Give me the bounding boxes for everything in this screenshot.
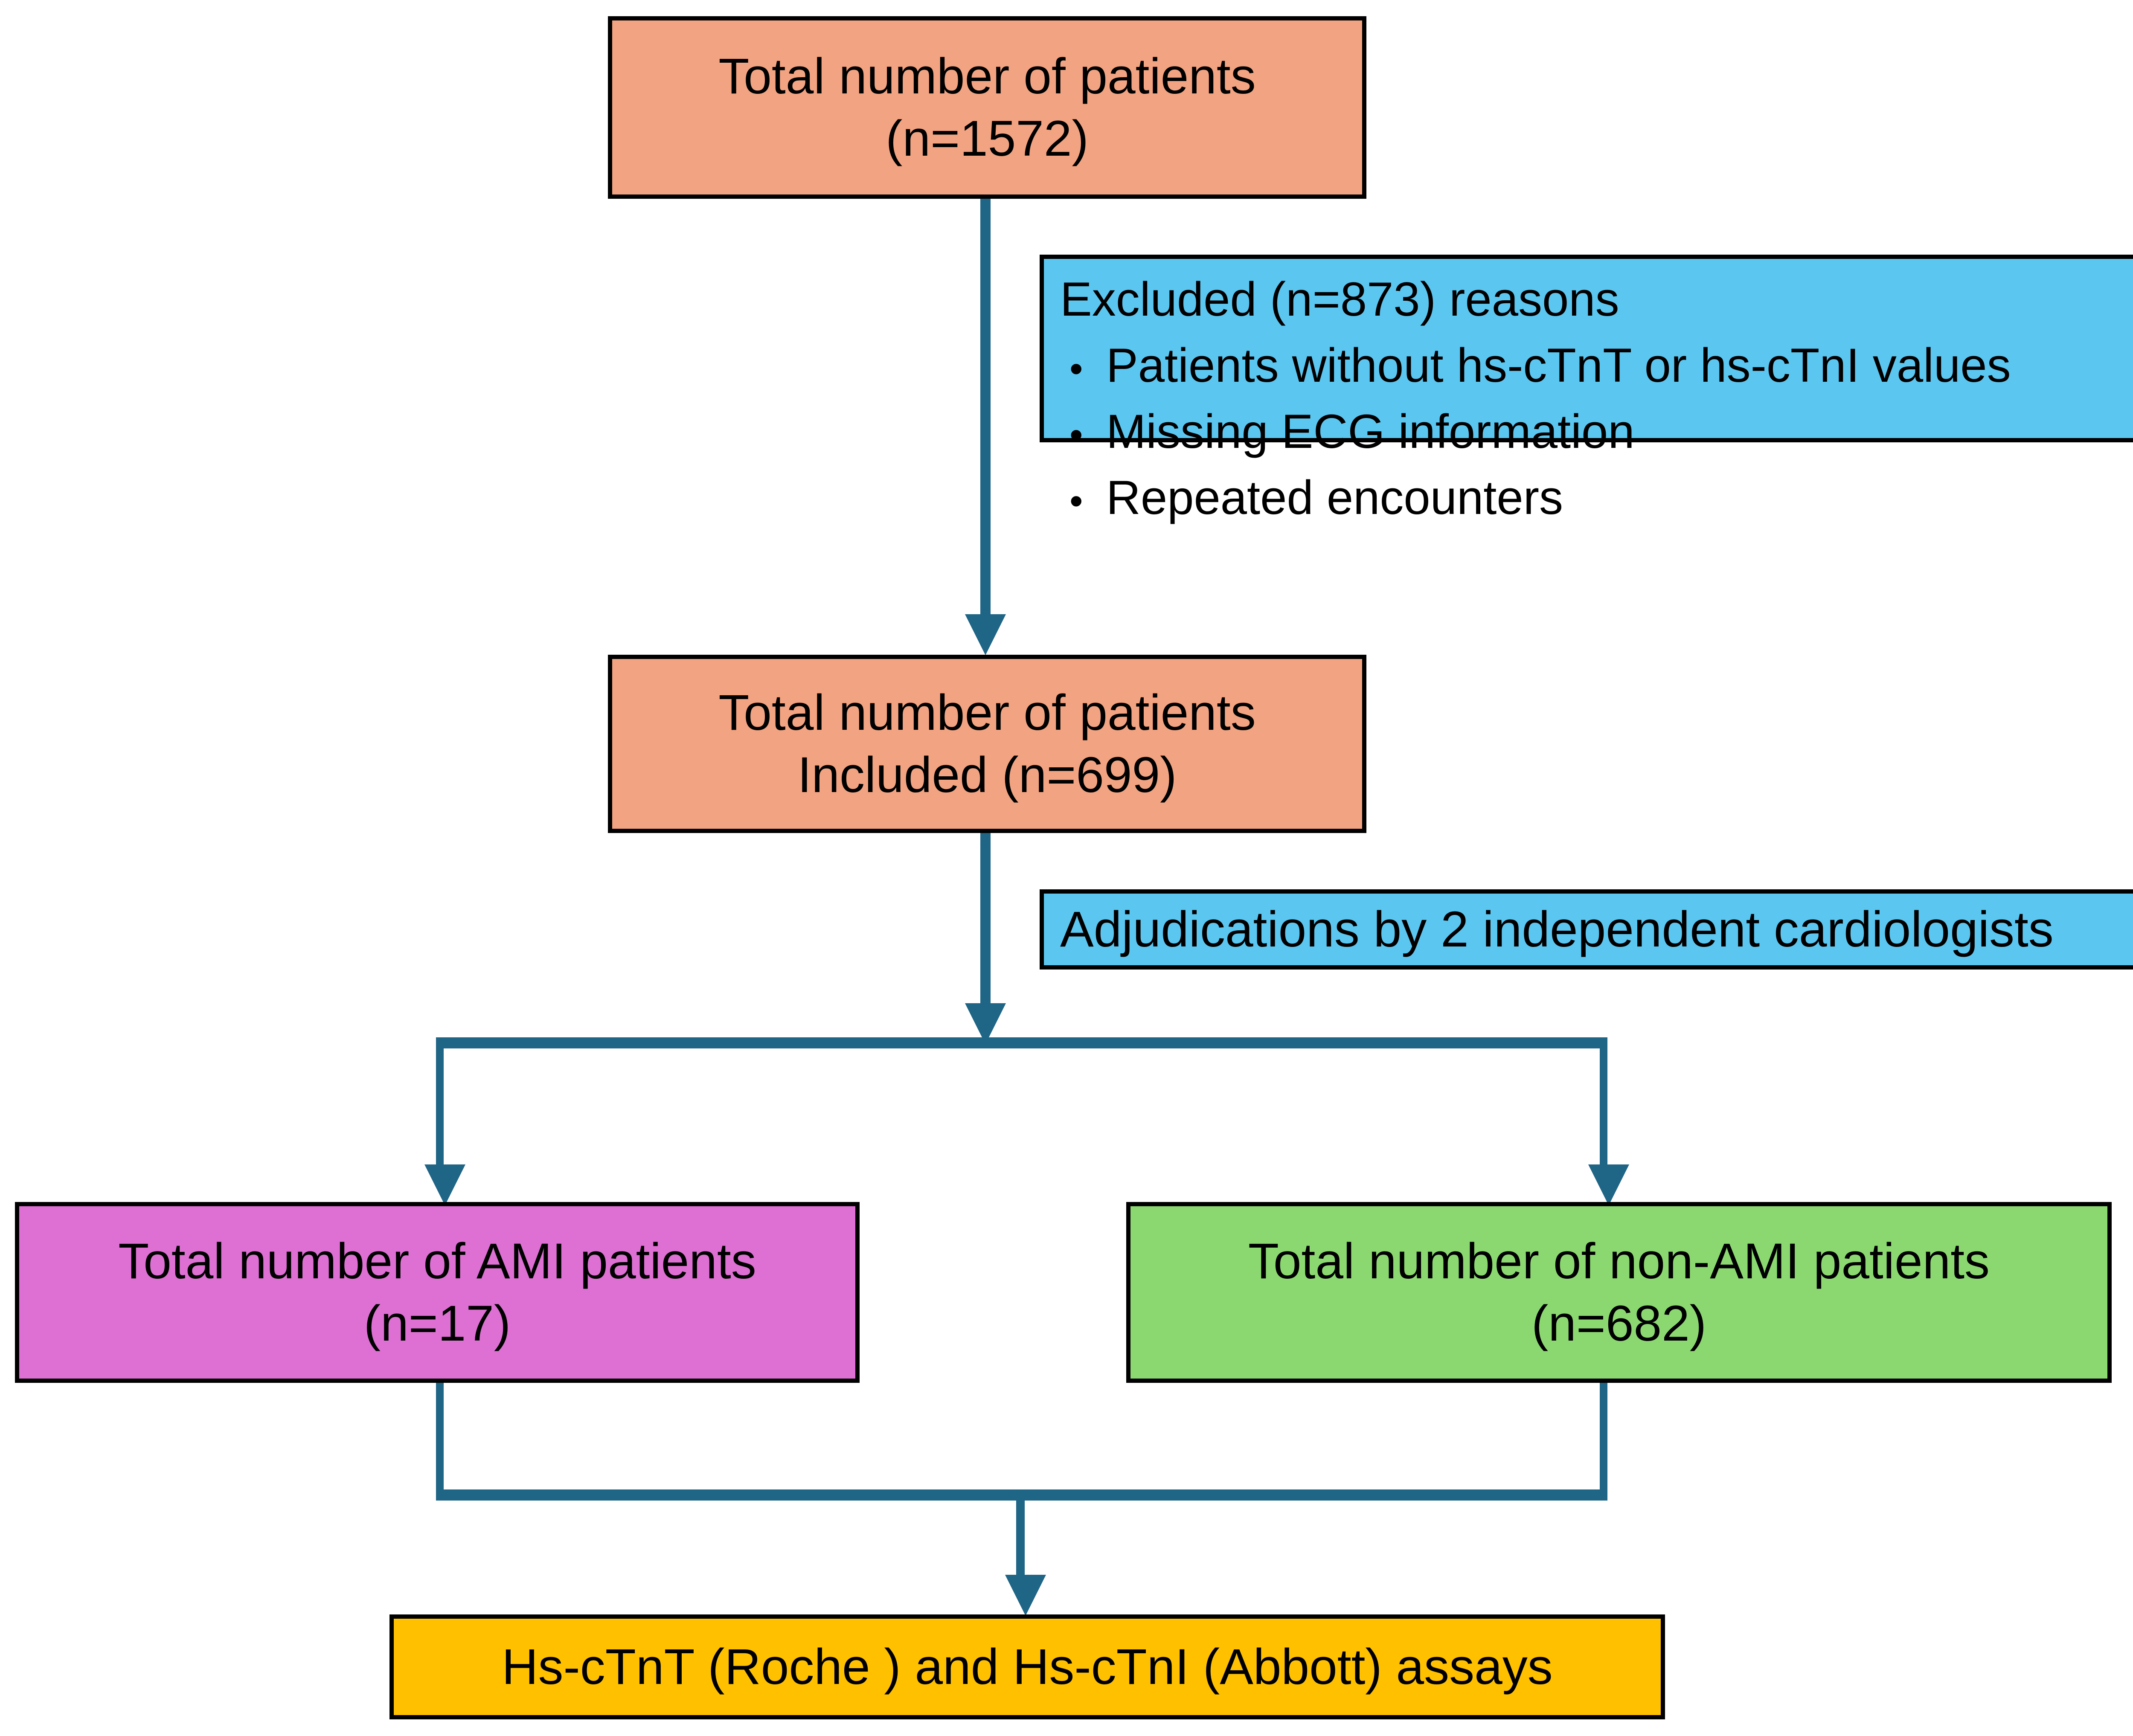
split-branch-right-arrowhead (1588, 1164, 1629, 1205)
node-ami-patients: Total number of AMI patients (n=17) (15, 1202, 860, 1383)
split-branch-left-arrowhead (424, 1164, 465, 1205)
node-adjudications: Adjudications by 2 independent cardiolog… (1040, 889, 2133, 970)
split-branch-left-line (436, 1037, 444, 1182)
list-item: • Missing ECG information (1060, 402, 2133, 462)
node-included-line1: Total number of patients (718, 684, 1256, 741)
connector-total-to-included-arrowhead (965, 614, 1006, 655)
connector-total-to-included-line (980, 199, 991, 627)
split-branch-right-line (1600, 1037, 1607, 1182)
merge-branch-left-line (436, 1383, 444, 1497)
node-ami-line1: Total number of AMI patients (118, 1233, 756, 1289)
node-total-patients-line1: Total number of patients (718, 48, 1256, 105)
node-included-line2: Included (n=699) (797, 747, 1177, 803)
node-adjudications-line1: Adjudications by 2 independent cardiolog… (1060, 901, 2054, 958)
merge-branch-right-line (1600, 1383, 1607, 1497)
node-total-patients-line2: (n=1572) (886, 110, 1089, 167)
node-assays-line1: Hs-cTnT (Roche ) and Hs-cTnI (Abbott) as… (502, 1638, 1553, 1695)
bullet-icon: • (1069, 413, 1083, 456)
node-assays: Hs-cTnT (Roche ) and Hs-cTnI (Abbott) as… (389, 1614, 1665, 1719)
list-item: • Repeated encounters (1060, 468, 2133, 528)
bullet-icon: • (1069, 347, 1083, 390)
excluded-heading: Excluded (n=873) reasons (1060, 273, 1619, 326)
node-total-patients: Total number of patients (n=1572) (608, 16, 1366, 199)
node-ami-line2: (n=17) (363, 1295, 511, 1352)
bullet-icon: • (1069, 479, 1083, 523)
connector-merge-to-assays-arrowhead (1005, 1575, 1046, 1616)
node-included-patients: Total number of patients Included (n=699… (608, 655, 1366, 833)
node-non-ami-line1: Total number of non-AMI patients (1248, 1233, 1990, 1289)
node-non-ami-line2: (n=682) (1531, 1295, 1706, 1352)
excluded-reason-text: Patients without hs-cTnT or hs-cTnI valu… (1106, 338, 2011, 392)
node-non-ami-patients: Total number of non-AMI patients (n=682) (1126, 1202, 2112, 1383)
excluded-reason-text: Missing ECG information (1106, 404, 1635, 458)
node-excluded-reasons: Excluded (n=873) reasons • Patients with… (1040, 255, 2133, 524)
list-item: • Patients without hs-cTnT or hs-cTnI va… (1060, 336, 2133, 395)
split-horizontal-bar (436, 1037, 1607, 1048)
excluded-reason-text: Repeated encounters (1106, 470, 1563, 524)
connector-merge-to-assays-line (1016, 1489, 1025, 1592)
connector-included-to-split-line (980, 833, 991, 1016)
excluded-reason-list: • Patients without hs-cTnT or hs-cTnI va… (1060, 329, 2133, 528)
